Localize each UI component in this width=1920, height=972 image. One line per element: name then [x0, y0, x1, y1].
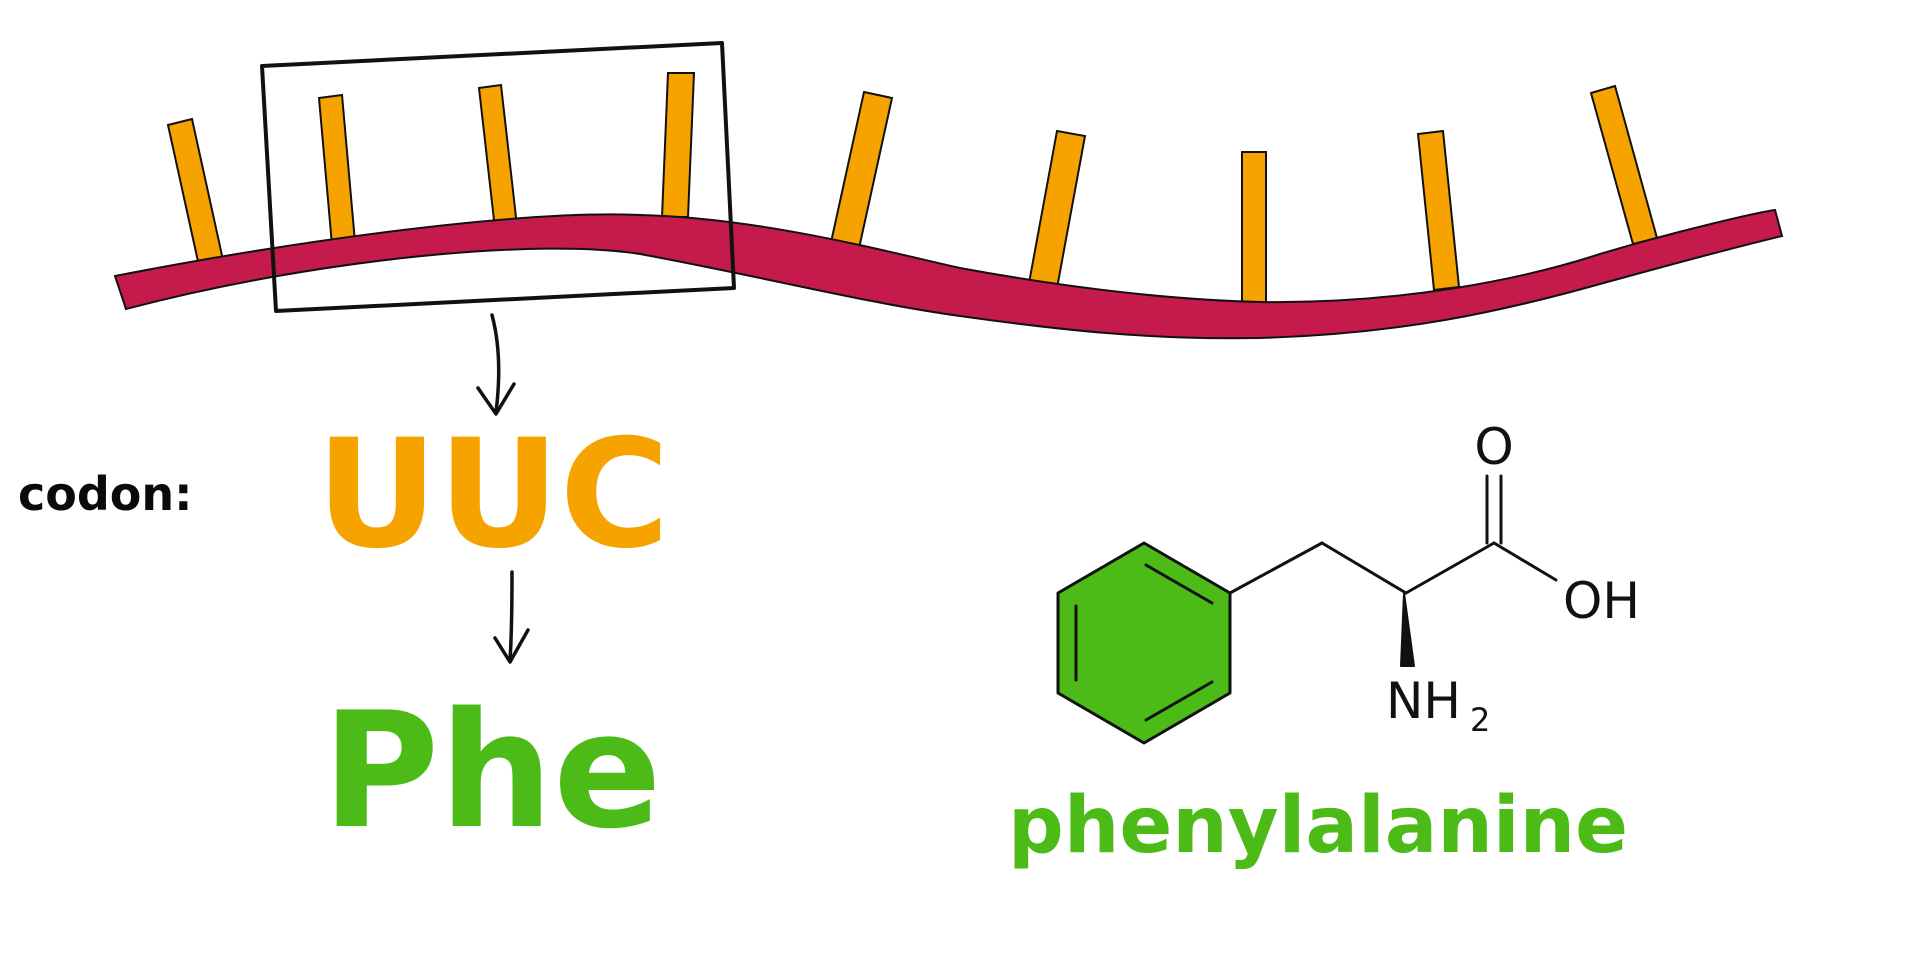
mrna-base — [166, 117, 225, 268]
mrna-base — [317, 93, 357, 247]
benzene-double-bond — [1144, 563, 1214, 605]
atom-nh-subscript: 2 — [1470, 701, 1490, 739]
bond — [1492, 541, 1558, 582]
mrna-base — [1589, 84, 1659, 246]
benzene-ring — [1056, 541, 1232, 745]
mrna-bases — [166, 72, 1659, 307]
arrow-box-to-codon — [476, 313, 516, 416]
bond — [1404, 541, 1496, 595]
mrna-base — [477, 83, 519, 231]
codon-highlight-box — [260, 41, 736, 313]
bond — [1228, 541, 1324, 595]
mrna-base — [1416, 129, 1461, 292]
mrna-base — [660, 72, 696, 218]
mrna-base — [1025, 129, 1087, 301]
benzene-double-bond — [1144, 680, 1214, 722]
atom-o-label: O — [1474, 418, 1513, 476]
mrna-base — [1241, 151, 1267, 307]
codon-sequence: UUC — [316, 408, 670, 582]
wedge-bond — [1400, 592, 1415, 667]
amino-acid-name: phenylalanine — [1008, 781, 1628, 871]
arrow-codon-to-amino — [493, 570, 530, 664]
mrna-strand — [113, 72, 1784, 340]
amino-acid-abbreviation: Phe — [322, 677, 662, 864]
mrna-base — [826, 90, 894, 264]
mrna-backbone — [113, 208, 1784, 340]
atom-nh-label: NH — [1386, 672, 1461, 730]
bond — [1320, 541, 1408, 595]
atom-oh-label: OH — [1563, 572, 1640, 630]
phenylalanine-structure — [1056, 474, 1558, 745]
codon-label: codon: — [18, 467, 193, 521]
